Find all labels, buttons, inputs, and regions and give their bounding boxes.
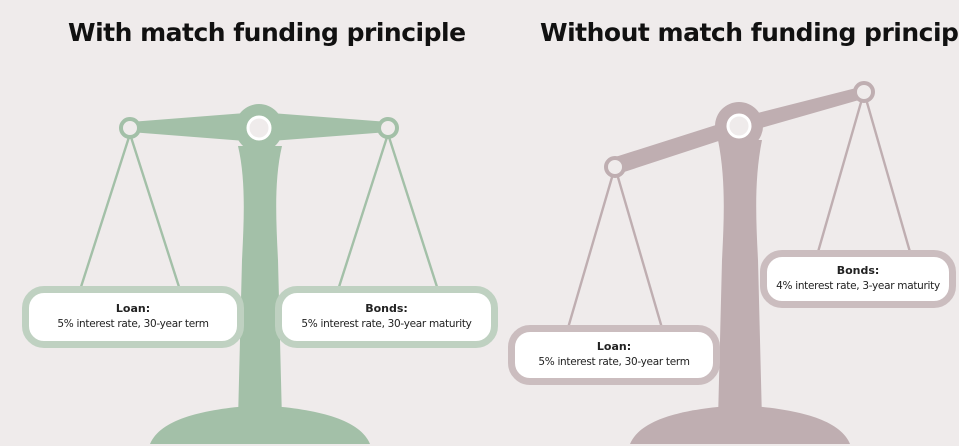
- loan-heading: Loan:: [115, 302, 151, 316]
- title-without-match-funding: Without match funding principle: [540, 18, 959, 47]
- loan-detail: 5% interest rate, 30-year term: [538, 356, 690, 369]
- balanced-scale-icon: [78, 104, 440, 444]
- bonds-detail: 5% interest rate, 30-year maturity: [301, 318, 472, 331]
- bonds-label-tilted: Bonds: 4% interest rate, 3-year maturity: [760, 250, 956, 308]
- right-scale-pillar: [718, 140, 762, 420]
- left-scale-base: [150, 406, 370, 444]
- right-scale-base: [630, 406, 850, 444]
- loan-heading: Loan:: [596, 340, 632, 354]
- loan-label-tilted: Loan: 5% interest rate, 30-year term: [508, 325, 720, 385]
- tilted-scale-icon: [566, 81, 912, 444]
- bonds-detail: 4% interest rate, 3-year maturity: [776, 280, 940, 293]
- loan-label-balanced: Loan: 5% interest rate, 30-year term: [22, 286, 244, 348]
- right-scale-chains: [566, 91, 912, 329]
- bonds-heading: Bonds:: [365, 302, 408, 316]
- title-with-match-funding: With match funding principle: [68, 18, 466, 47]
- bonds-heading: Bonds:: [836, 264, 880, 278]
- loan-detail: 5% interest rate, 30-year term: [57, 318, 209, 331]
- left-scale-chains: [78, 133, 440, 291]
- left-scale-pillar: [238, 146, 282, 420]
- bonds-label-balanced: Bonds: 5% interest rate, 30-year maturit…: [275, 286, 498, 348]
